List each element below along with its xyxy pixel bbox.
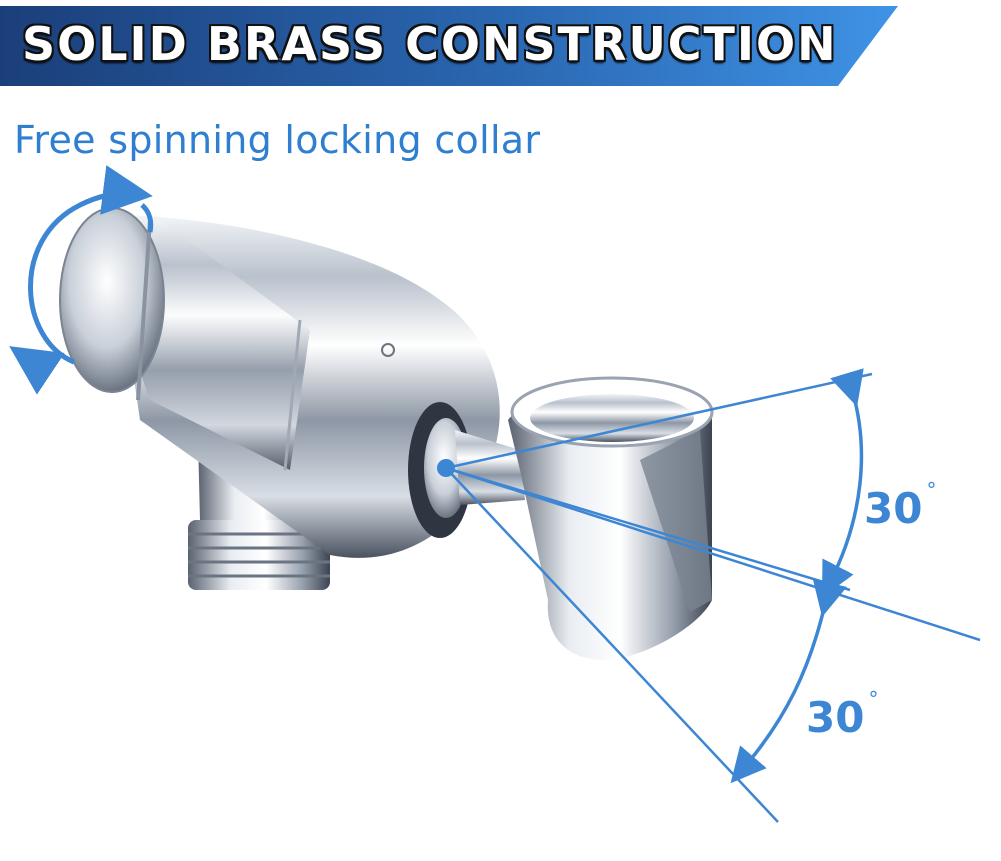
rotation-arrow — [9, 165, 154, 395]
angle-arcs — [730, 368, 864, 784]
banner-background — [0, 6, 898, 86]
logo-mark — [381, 343, 395, 357]
banner-title: SOLID BRASS CONSTRUCTION — [22, 17, 838, 71]
shower-holder — [508, 376, 714, 661]
subtitle: Free spinning locking collar — [14, 118, 541, 162]
angle-lines — [437, 372, 981, 823]
angle-label-lower: 30° — [806, 687, 879, 742]
angle-label-upper: 30° — [864, 478, 937, 533]
title-banner: SOLID BRASS CONSTRUCTION — [0, 0, 1001, 86]
valve-body — [59, 207, 500, 558]
